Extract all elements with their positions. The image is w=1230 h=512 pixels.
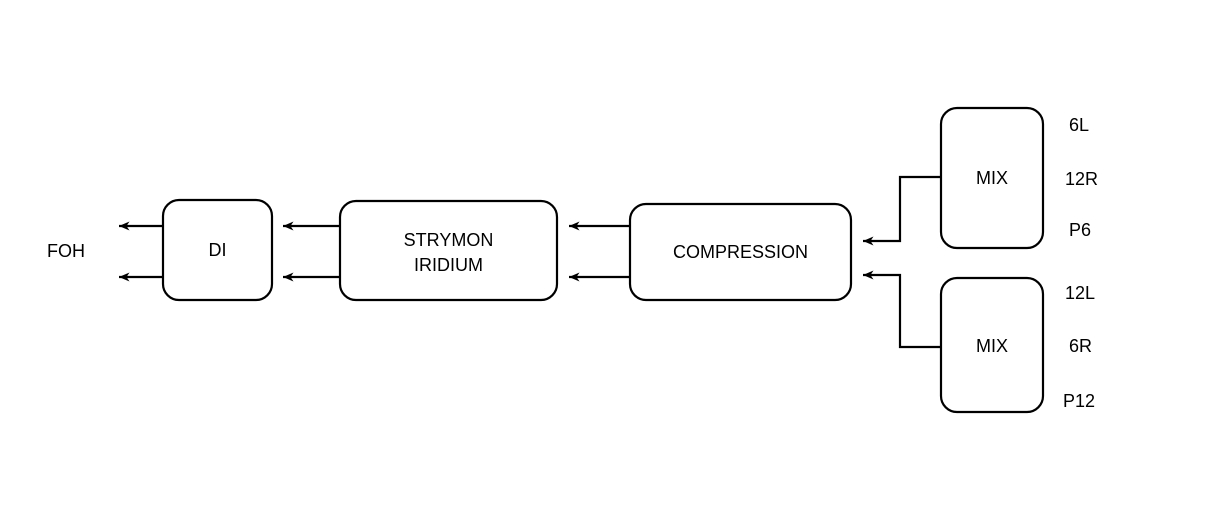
node-compression[interactable] [628, 202, 853, 302]
node-mix-top-label: MIX [976, 168, 1008, 188]
channel-label-mix-top-2: 12R [1065, 169, 1098, 189]
node-mix-bottom[interactable] [939, 276, 1045, 414]
channel-label-mix-bottom-2: 6R [1069, 336, 1092, 356]
node-mix-bottom-label: MIX [976, 336, 1008, 356]
channel-label-mix-bottom-3: P12 [1063, 391, 1095, 411]
node-di-label: DI [209, 240, 227, 260]
channel-label-mix-bottom-1: 12L [1065, 283, 1095, 303]
node-strymon-iridium-label-line2: IRIDIUM [414, 255, 483, 275]
channel-label-mix-top-1: 6L [1069, 115, 1089, 135]
node-mix-top[interactable] [939, 106, 1045, 250]
node-compression-label: COMPRESSION [673, 242, 808, 262]
node-strymon-iridium-label-line1: STRYMON [404, 230, 494, 250]
channel-label-mix-top-3: P6 [1069, 220, 1091, 240]
node-di[interactable] [161, 198, 274, 302]
node-strymon-iridium[interactable] [338, 199, 559, 302]
edge-mix-top-to-compression [863, 175, 941, 246]
output-label-foh: FOH [47, 241, 85, 261]
edge-mix-bottom-to-compression [863, 270, 941, 349]
